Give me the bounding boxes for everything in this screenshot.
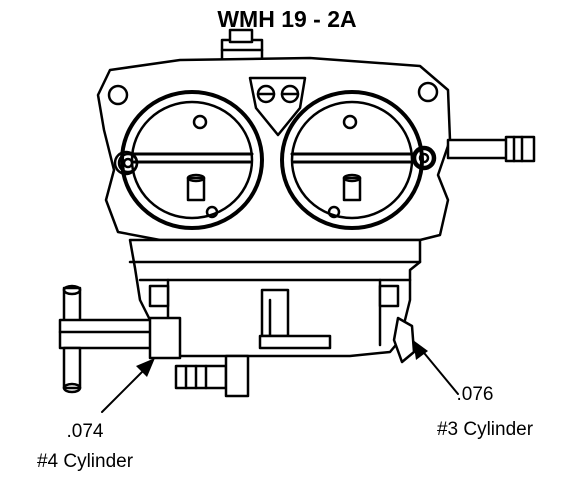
arrow-076 [413, 340, 459, 395]
callout-074-value: .074 [66, 421, 104, 442]
callout-076-value: .076 [456, 384, 494, 405]
arrow-074 [101, 358, 155, 413]
bolt-hole-right [417, 81, 439, 103]
top-fitting [220, 28, 264, 62]
callout-074-cylinder: #4 Cylinder [36, 451, 134, 472]
left-barrel [120, 90, 264, 230]
right-shaft [446, 135, 536, 163]
fuel-inlet-fitting [58, 284, 182, 394]
bolt-hole-left [107, 84, 129, 106]
bolt-hole-lower-right [413, 147, 435, 169]
diagram-title: WMH 19 - 2A [217, 6, 357, 32]
callout-076-cylinder: #3 Cylinder [436, 419, 534, 440]
center-tab [248, 76, 307, 137]
bottom-fittings [174, 354, 250, 398]
